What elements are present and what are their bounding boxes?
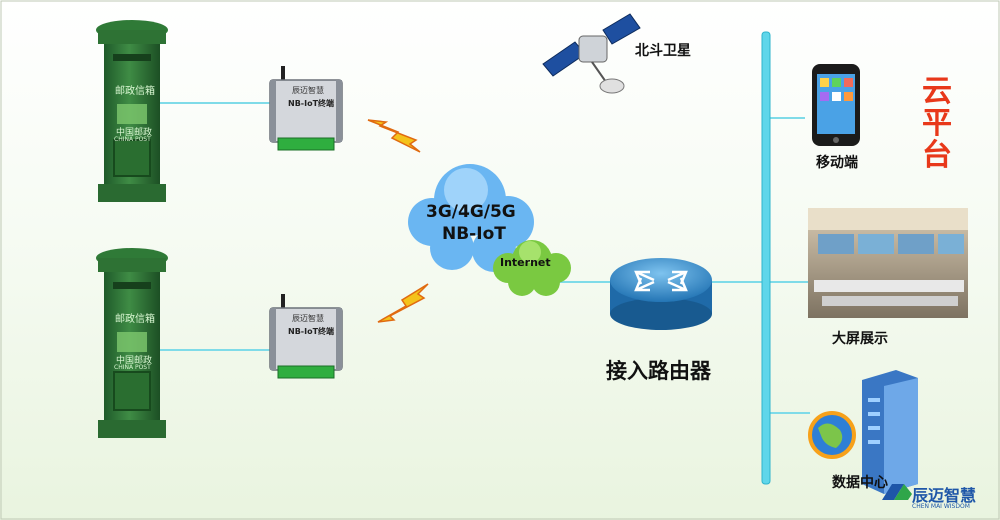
dtu-model-text: NB-IoT终端 <box>288 327 335 336</box>
network-cloud-label-line2: NB-IoT <box>442 224 506 244</box>
mobile-phone-icon <box>812 64 860 146</box>
data-center-label: 数据中心 <box>832 475 888 491</box>
company-logo-name: 辰迈智慧 <box>912 486 977 505</box>
dtu-device-icon <box>269 294 343 379</box>
mailbox-icon <box>96 20 168 202</box>
dtu-device-icon <box>269 66 343 151</box>
backbone-bus <box>761 31 771 485</box>
mailbox-top-text: 邮政信箱 <box>115 314 155 325</box>
mailbox-icon <box>96 248 168 438</box>
dtu-brand-text: 辰迈智慧 <box>292 86 324 95</box>
satellite-icon <box>542 13 641 94</box>
mobile-endpoint-label: 移动端 <box>816 155 858 171</box>
control-room-image <box>808 208 968 318</box>
router-label: 接入路由器 <box>606 359 711 383</box>
mailbox-logo-text: 中国邮政 <box>116 356 153 366</box>
router-icon <box>610 258 712 330</box>
mobile-network-cloud-icon <box>408 164 534 272</box>
wireless-signal-icon <box>367 119 421 153</box>
mailbox-top-text: 邮政信箱 <box>115 86 155 97</box>
satellite-label: 北斗卫星 <box>635 43 691 59</box>
mailbox-logo-sub: CHINA POST <box>114 364 151 371</box>
dtu-brand-text: 辰迈智慧 <box>292 314 324 323</box>
wireless-signal-icon <box>377 283 429 323</box>
company-logo-sub: CHEN MAI WISDOM <box>912 503 970 510</box>
mailbox-logo-sub: CHINA POST <box>114 136 151 143</box>
mailbox-logo-text: 中国邮政 <box>116 128 153 138</box>
dtu-model-text: NB-IoT终端 <box>288 99 335 108</box>
internet-cloud-icon <box>493 240 571 296</box>
network-cloud-label-line1: 3G/4G/5G <box>426 202 516 222</box>
big-screen-label: 大屏展示 <box>832 331 888 347</box>
company-logo-icon <box>882 484 912 500</box>
internet-cloud-label: Internet <box>500 256 551 269</box>
cloud-platform-label: 云平台 <box>922 74 952 173</box>
data-center-server-icon <box>808 370 918 494</box>
